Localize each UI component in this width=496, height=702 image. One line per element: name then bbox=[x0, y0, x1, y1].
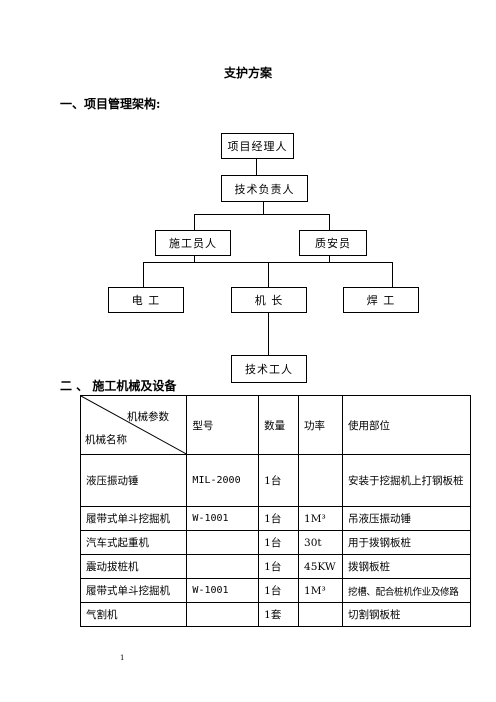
header-qty: 数量 bbox=[258, 395, 300, 455]
org-connector bbox=[268, 262, 269, 287]
cell-qty: 1台 bbox=[258, 530, 300, 555]
section-heading-management: 一、项目管理架构: bbox=[60, 97, 161, 111]
table-row: 汽车式起重机 1台 30t 用于拨钢板桩 bbox=[79, 530, 471, 555]
cell-usage: 切割钢板桩 bbox=[342, 602, 471, 627]
cell-usage: 安装于挖掘机上打钢板桩 bbox=[342, 454, 471, 507]
header-model: 型号 bbox=[186, 395, 260, 455]
org-connector bbox=[143, 262, 144, 287]
cell-model: W-1001 bbox=[186, 506, 260, 531]
cell-model: W-1001 bbox=[186, 578, 260, 603]
org-connector bbox=[392, 262, 393, 287]
cell-qty: 1套 bbox=[258, 602, 300, 627]
org-node-electrician: 电 工 bbox=[108, 287, 184, 313]
cell-usage: 拨钢板桩 bbox=[342, 554, 471, 579]
org-connector bbox=[263, 201, 264, 215]
org-connector bbox=[194, 214, 330, 215]
diagonal-line bbox=[81, 396, 186, 454]
equipment-table: 机械参数 机械名称 型号 数量 功率 使用部位 液压振动锤 MIL-2000 1… bbox=[79, 395, 471, 627]
org-node-safety: 质安员 bbox=[299, 230, 367, 256]
cell-name: 震动拔桩机 bbox=[79, 554, 188, 579]
table-header-row: 机械参数 机械名称 型号 数量 功率 使用部位 bbox=[79, 395, 471, 455]
cell-name: 气割机 bbox=[79, 602, 188, 627]
header-power: 功率 bbox=[298, 395, 344, 455]
cell-qty: 1台 bbox=[258, 554, 300, 579]
org-connector bbox=[194, 255, 195, 263]
cell-model bbox=[186, 530, 260, 555]
org-node-manager: 项目经理人 bbox=[221, 133, 294, 159]
cell-model bbox=[186, 554, 260, 579]
page-number: 1 bbox=[120, 654, 125, 662]
cell-qty: 1台 bbox=[258, 506, 300, 531]
org-node-machinist: 机 长 bbox=[231, 287, 307, 313]
cell-power: 1M³ bbox=[298, 506, 344, 531]
section-heading-equipment: 二 、 施工机械及设备 bbox=[60, 379, 177, 393]
document-title: 支护方案 bbox=[223, 66, 272, 80]
table-row: 液压振动锤 MIL-2000 1台 安装于挖掘机上打钢板桩 bbox=[79, 454, 471, 507]
cell-usage: 用于拨钢板桩 bbox=[342, 530, 471, 555]
org-connector bbox=[268, 312, 269, 355]
cell-qty: 1台 bbox=[258, 578, 300, 603]
cell-name: 液压振动锤 bbox=[79, 454, 188, 507]
header-params-label: 机械参数 bbox=[127, 411, 169, 423]
cell-model: MIL-2000 bbox=[186, 454, 260, 507]
cell-power: 45KW bbox=[298, 554, 344, 579]
header-usage: 使用部位 bbox=[342, 395, 471, 455]
cell-name: 汽车式起重机 bbox=[79, 530, 188, 555]
org-connector bbox=[194, 214, 195, 230]
cell-usage: 挖槽、配合桩机作业及修路 bbox=[342, 578, 471, 603]
table-row: 履带式单斗挖掘机 W-1001 1台 1M³ 吊液压振动锤 bbox=[79, 506, 471, 531]
cell-qty: 1台 bbox=[258, 454, 300, 507]
table-row: 震动拔桩机 1台 45KW 拨钢板桩 bbox=[79, 554, 471, 579]
org-connector bbox=[256, 158, 257, 175]
table-row: 气割机 1套 切割钢板桩 bbox=[79, 602, 471, 627]
cell-name: 履带式单斗挖掘机 bbox=[79, 578, 188, 603]
org-node-tech-lead: 技术负责人 bbox=[221, 175, 308, 202]
table-row: 履带式单斗挖掘机 W-1001 1台 1M³ 挖槽、配合桩机作业及修路 bbox=[79, 578, 471, 603]
cell-power bbox=[298, 454, 344, 507]
cell-model bbox=[186, 602, 260, 627]
cell-power: 30t bbox=[298, 530, 344, 555]
cell-name: 履带式单斗挖掘机 bbox=[79, 506, 188, 531]
org-node-welder: 焊 工 bbox=[343, 287, 419, 313]
cell-usage: 吊液压振动锤 bbox=[342, 506, 471, 531]
org-node-constructor: 施工员人 bbox=[155, 230, 231, 256]
cell-power bbox=[298, 602, 344, 627]
org-connector bbox=[329, 255, 330, 263]
diagonal-header-cell: 机械参数 机械名称 bbox=[79, 395, 188, 455]
header-name-label: 机械名称 bbox=[85, 434, 127, 446]
org-node-technician: 技术工人 bbox=[231, 355, 307, 383]
cell-power: 1M³ bbox=[298, 578, 344, 603]
org-connector bbox=[329, 214, 330, 230]
